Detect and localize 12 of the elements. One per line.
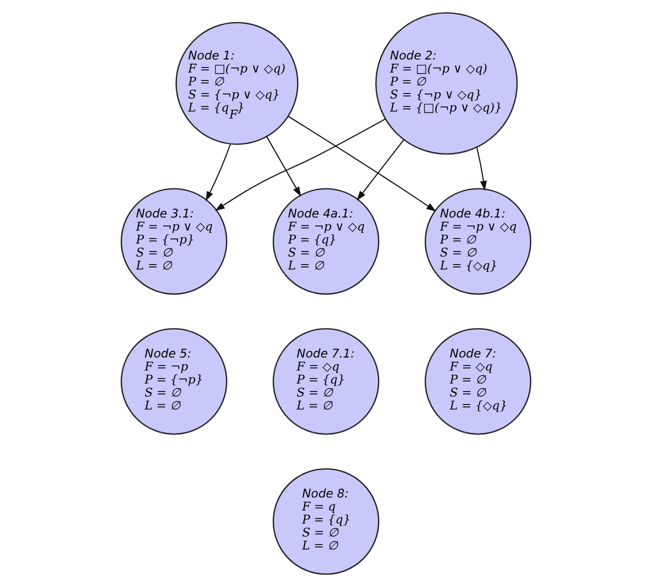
arrow [266,136,301,197]
node-circle: Node 7: F = ◇q P = ∅ S = ∅ L = {◇q} [424,328,531,435]
node-circle: Node 5: F = ¬p P = {¬p} S = ∅ L = ∅ [120,328,227,435]
node-circle: Node 8: F = q P = {q} S = ∅ L = ∅ [272,468,379,575]
arrow [287,116,436,212]
arrow [476,147,486,191]
node-circle: Node 7.1: F = ◇q P = {q} S = ∅ L = ∅ [272,328,379,435]
arrow [214,118,386,211]
arrow [205,144,230,202]
node-circle: Node 2: F = □(¬p ∨ ◇q) P = ∅ S = {¬p ∨ ◇q} L = {□(¬p ∨ ◇q)} [374,12,518,155]
node-circle: Node 4a.1: F = ¬p ∨ ◇q P = {q} S = ∅ L = ∅ [272,188,379,295]
arrow [356,140,404,201]
